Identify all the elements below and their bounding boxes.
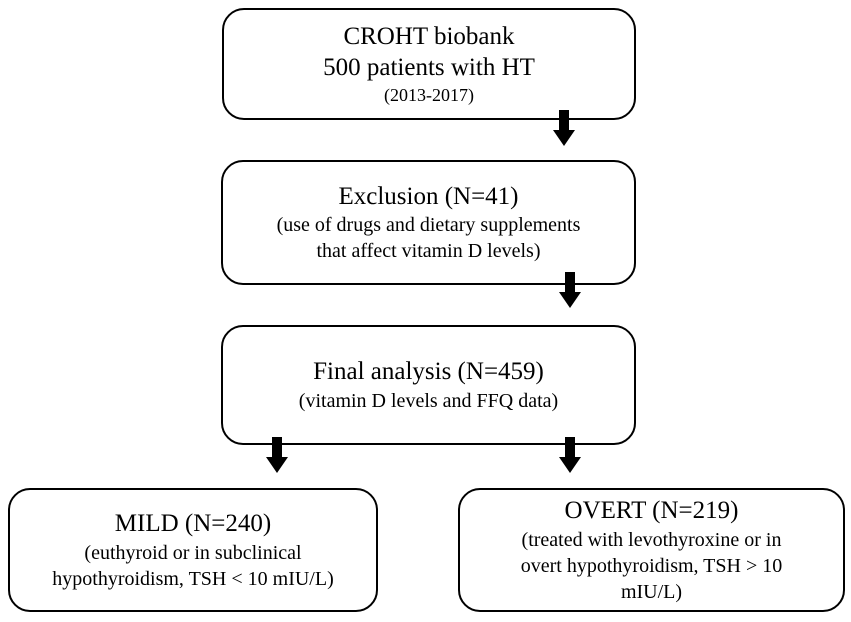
mild-detail-line2: hypothyroidism, TSH < 10 mIU/L) (52, 567, 334, 590)
overt-title: OVERT (N=219) (564, 497, 739, 525)
down-arrow-icon (559, 272, 581, 308)
down-arrow-icon (553, 110, 575, 146)
down-arrow-icon (266, 437, 288, 473)
biobank-years: (2013-2017) (384, 84, 474, 105)
mild-group-box: MILD (N=240) (euthyroid or in subclinica… (8, 488, 378, 612)
overt-detail-line3: mIU/L) (620, 580, 683, 603)
biobank-box: CROHT biobank 500 patients with HT (2013… (222, 8, 636, 120)
exclusion-box: Exclusion (N=41) (use of drugs and dieta… (221, 160, 636, 285)
mild-title: MILD (N=240) (114, 510, 272, 538)
overt-detail-line1: (treated with levothyroxine or in (521, 528, 782, 551)
mild-detail-line1: (euthyroid or in subclinical (84, 541, 302, 564)
final-analysis-title: Final analysis (N=459) (313, 358, 544, 386)
down-arrow-icon (559, 437, 581, 473)
overt-detail-line2: overt hypothyroidism, TSH > 10 (520, 554, 783, 577)
exclusion-detail-line2: that affect vitamin D levels) (316, 240, 541, 263)
exclusion-detail-line1: (use of drugs and dietary supplements (276, 214, 581, 237)
biobank-title: CROHT biobank (343, 23, 515, 51)
exclusion-title: Exclusion (N=41) (338, 182, 519, 210)
biobank-patients: 500 patients with HT (323, 54, 535, 82)
final-analysis-box: Final analysis (N=459) (vitamin D levels… (221, 325, 636, 445)
final-analysis-detail: (vitamin D levels and FFQ data) (298, 389, 559, 412)
overt-group-box: OVERT (N=219) (treated with levothyroxin… (458, 488, 845, 612)
